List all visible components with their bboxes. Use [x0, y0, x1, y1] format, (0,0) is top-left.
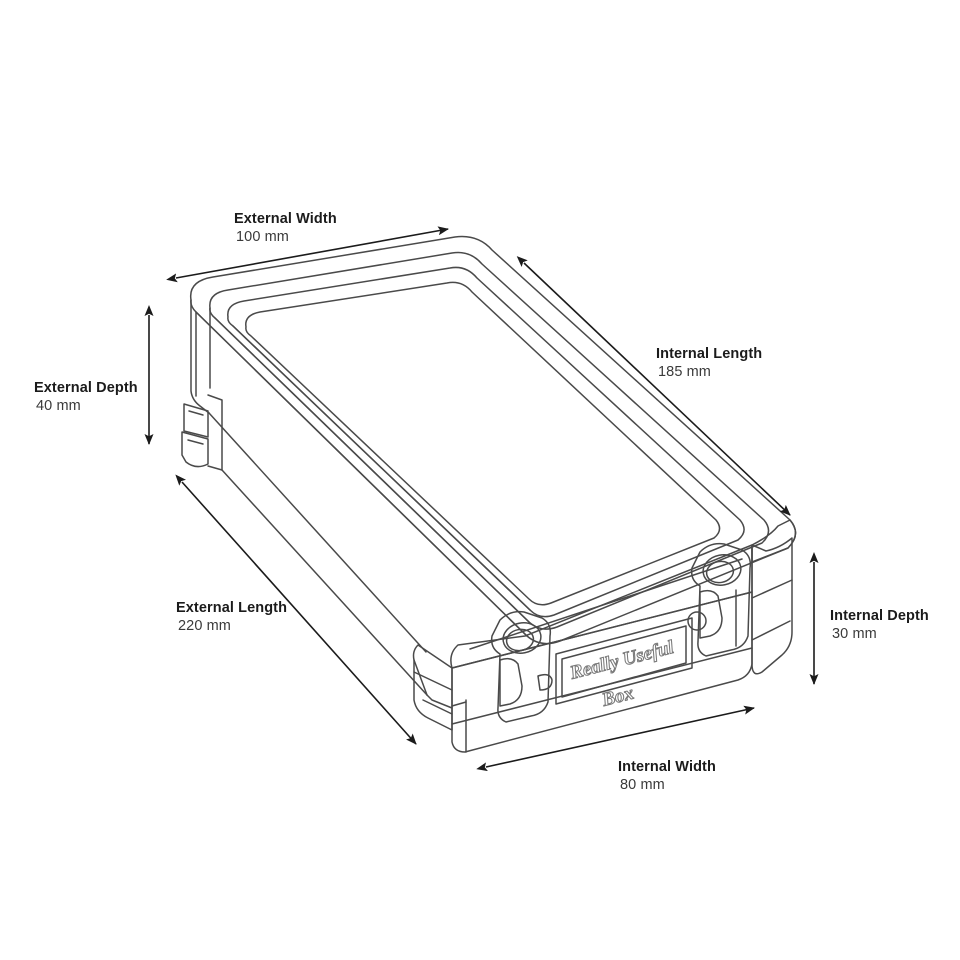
clasp-left-pivot-outer — [502, 622, 542, 654]
lid-front-left-edge-2 — [214, 317, 530, 623]
hinge-tab-slot-upper — [188, 410, 204, 416]
base-left-wall-outer — [221, 469, 428, 696]
external-width-label: External Width — [234, 211, 337, 227]
base-corner-fold-2 — [422, 699, 453, 715]
external-width-value: 100 mm — [236, 229, 289, 245]
arrow-internal-width — [476, 705, 755, 772]
base-right-wall-fold-1 — [751, 579, 793, 599]
clasp-left-tongue — [499, 657, 523, 707]
hinge-tab-slot-lower — [187, 439, 204, 445]
base-left-wall — [208, 412, 427, 653]
lid-front-left-edge-3 — [232, 325, 531, 611]
lid-front-overhang — [450, 544, 753, 669]
clasp-right-body — [690, 542, 752, 657]
lid-front-bevel — [469, 558, 743, 650]
internal-width-label: Internal Width — [618, 759, 716, 775]
dimension-label-internal-width: Internal Width 80 mm — [618, 759, 716, 793]
internal-depth-value: 30 mm — [832, 626, 877, 642]
base-corner-fold-3 — [426, 694, 453, 709]
clasp-left-pivot-inner — [505, 628, 535, 652]
front-stud — [687, 611, 707, 631]
clasp-right-pivot-inner — [705, 560, 735, 584]
arrow-external-length — [175, 474, 417, 745]
dimension-label-external-depth: External Depth 40 mm — [34, 380, 138, 414]
external-length-label: External Length — [176, 600, 287, 616]
clasp-right-pivot-outer — [702, 554, 742, 586]
internal-width-value: 80 mm — [620, 777, 665, 793]
arrow-external-width — [166, 226, 449, 283]
brand-plate-inner — [561, 625, 687, 698]
dimension-label-external-width: External Width 100 mm — [234, 211, 337, 245]
arrow-internal-length — [516, 256, 791, 516]
dimension-label-internal-length: Internal Length 185 mm — [656, 346, 762, 380]
external-depth-label: External Depth — [34, 380, 138, 396]
base-front-wall — [451, 591, 753, 753]
dimension-arrows — [144, 226, 819, 772]
base-right-wall — [751, 537, 793, 675]
base-right-wall-fold-2 — [751, 620, 791, 641]
clasp-right-tongue — [699, 589, 723, 639]
internal-length-label: Internal Length — [656, 346, 762, 362]
dimension-label-internal-depth: Internal Depth 30 mm — [830, 608, 929, 642]
internal-depth-label: Internal Depth — [830, 608, 929, 624]
hinge-tab-upper — [183, 403, 209, 438]
box-drawing — [181, 235, 797, 753]
hinge-backplate — [207, 394, 223, 471]
lid-front-left-edge-1 — [195, 311, 528, 637]
internal-length-value: 185 mm — [658, 364, 711, 380]
lid-rim-contour-2 — [227, 266, 745, 618]
external-depth-value: 40 mm — [36, 398, 81, 414]
brand-plate-outer — [555, 617, 693, 705]
clasp-right — [690, 542, 752, 657]
dimension-label-external-length: External Length 220 mm — [176, 600, 287, 634]
dimension-labels: External Width 100 mm External Depth 40 … — [34, 211, 929, 793]
base-rib-left-2 — [451, 701, 467, 707]
brand-line-2: Box — [599, 682, 636, 711]
lid-recess-panel — [245, 281, 721, 606]
clasp-left-knob — [537, 673, 553, 691]
external-length-value: 220 mm — [178, 618, 231, 634]
lid-left-corner-edge — [190, 299, 210, 414]
hinge-tab-lower — [181, 431, 209, 468]
lid-outer-edge — [189, 235, 797, 645]
